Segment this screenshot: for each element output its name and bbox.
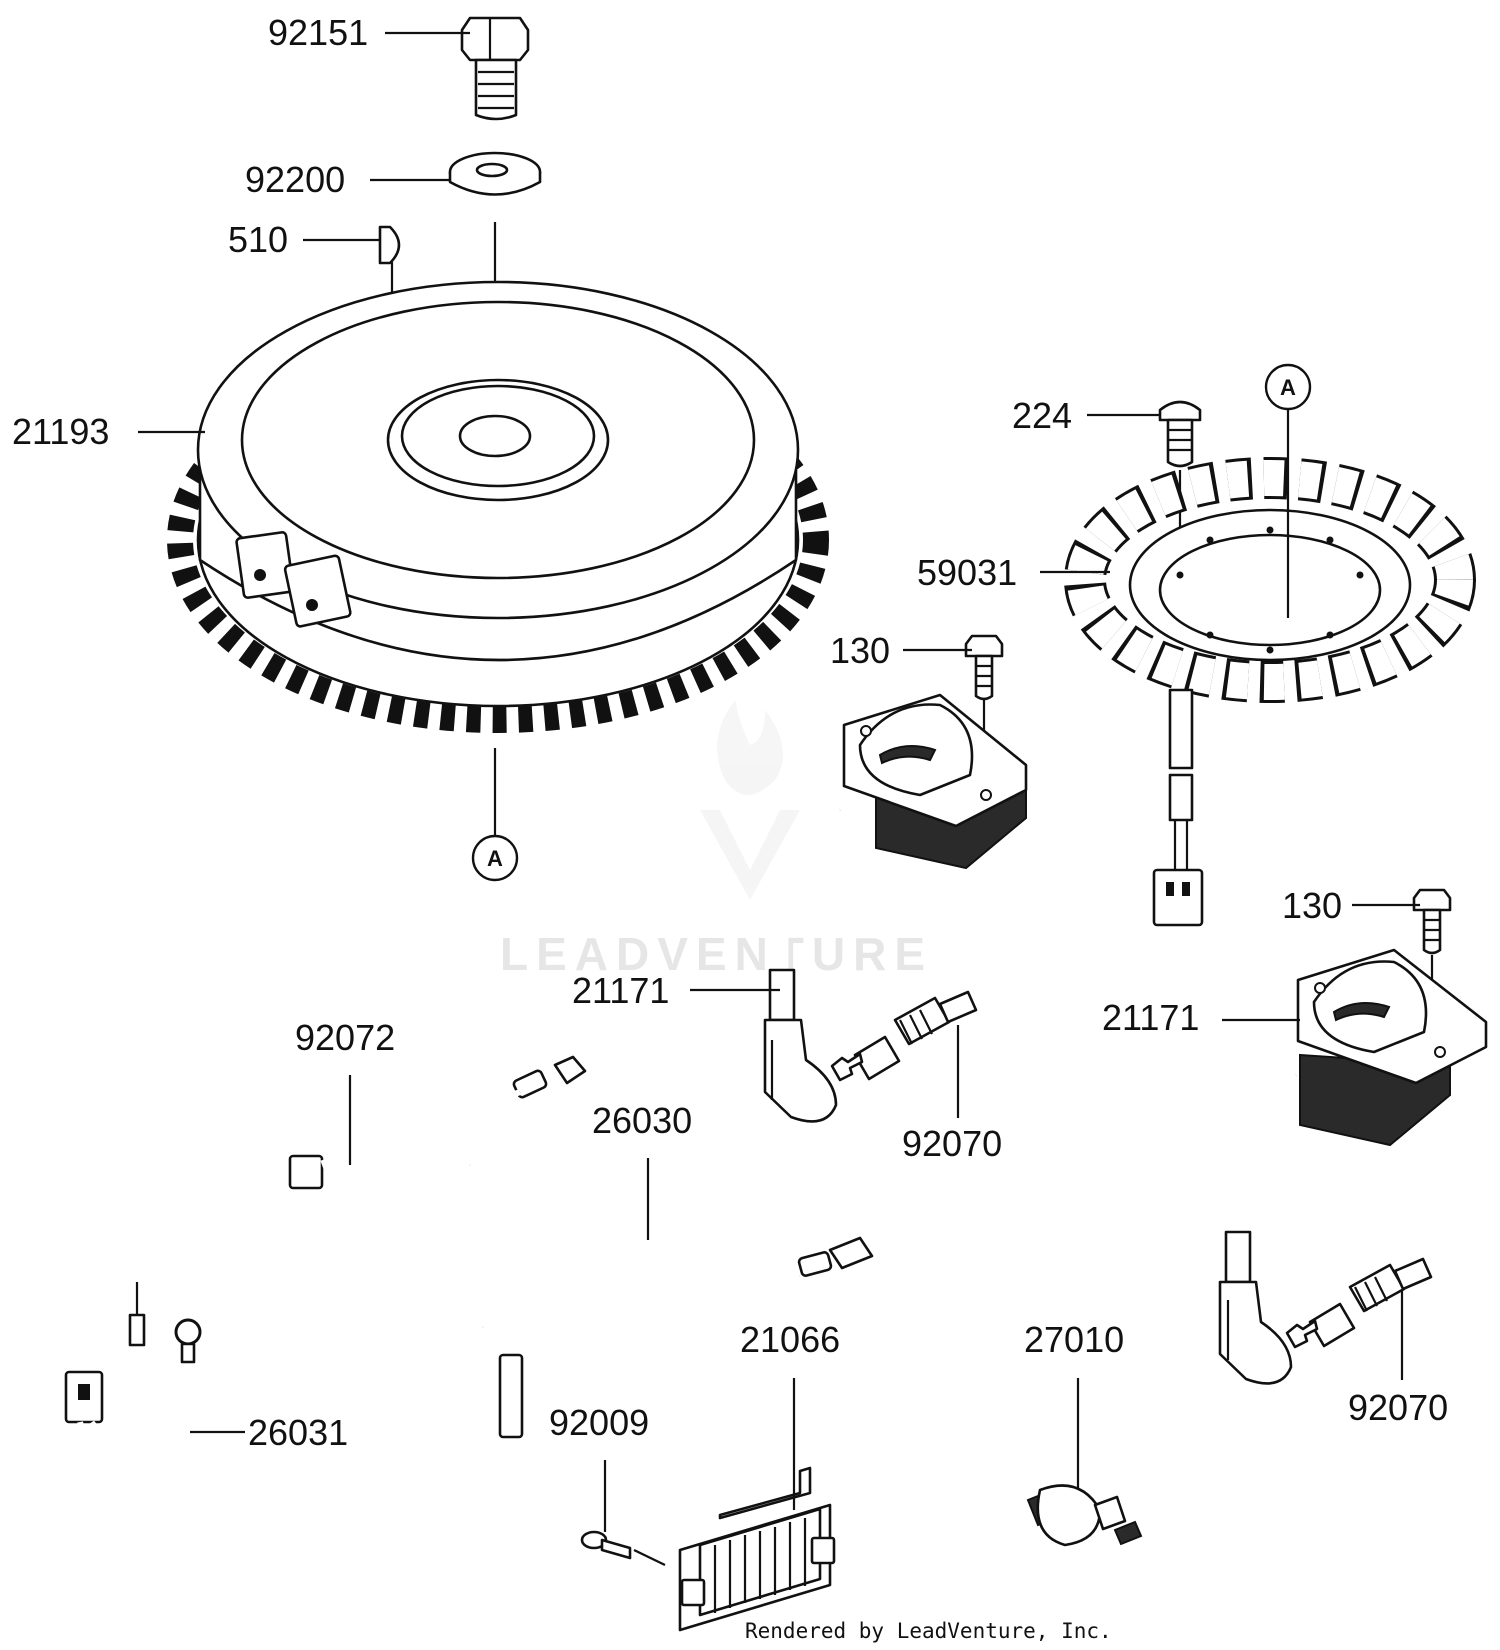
label-224: 224 bbox=[1012, 395, 1072, 436]
label-26031: 26031 bbox=[248, 1412, 348, 1453]
label-92070-right: 92070 bbox=[1348, 1387, 1448, 1428]
label-21066: 21066 bbox=[740, 1319, 840, 1360]
key-510 bbox=[378, 225, 401, 265]
credit-text: Rendered by LeadVenture, Inc. bbox=[745, 1619, 1112, 1643]
regulator-21066 bbox=[678, 1466, 836, 1632]
flywheel-ref-a: A bbox=[471, 834, 519, 882]
bolt-92151 bbox=[460, 16, 530, 121]
label-92200: 92200 bbox=[245, 159, 345, 200]
label-130-left: 130 bbox=[830, 630, 890, 671]
label-92072: 92072 bbox=[295, 1017, 395, 1058]
svg-text:A: A bbox=[1280, 375, 1296, 400]
ignition-coil-left bbox=[763, 693, 1028, 1123]
label-510: 510 bbox=[228, 219, 288, 260]
watermark-logo bbox=[700, 700, 800, 900]
bolt-130-right bbox=[1412, 888, 1452, 955]
label-130-right: 130 bbox=[1282, 885, 1342, 926]
label-59031: 59031 bbox=[917, 552, 1017, 593]
screw-92009-axis bbox=[633, 1549, 666, 1566]
clamp-92072 bbox=[287, 1154, 386, 1277]
label-26030: 26030 bbox=[592, 1100, 692, 1141]
flywheel-21193 bbox=[167, 280, 829, 733]
spark-plug-left bbox=[830, 990, 978, 1082]
stator-ref-a: A bbox=[1264, 363, 1312, 411]
harness-26031 bbox=[64, 1282, 202, 1466]
label-21171-left: 21171 bbox=[572, 970, 669, 1011]
bolt-130-left bbox=[964, 634, 1004, 701]
label-92009: 92009 bbox=[549, 1402, 649, 1443]
label-21193: 21193 bbox=[12, 411, 109, 452]
label-92151: 92151 bbox=[268, 12, 368, 53]
bolt-224 bbox=[1158, 400, 1202, 468]
label-21171-right: 21171 bbox=[1102, 997, 1199, 1038]
lead-wire-26030 bbox=[462, 1055, 874, 1439]
watermark-text: LEADVENTURE bbox=[500, 928, 933, 980]
spark-plug-right bbox=[1285, 1257, 1433, 1349]
washer-92200 bbox=[448, 151, 542, 196]
svg-text:A: A bbox=[487, 846, 503, 871]
ignition-coil-right bbox=[1218, 948, 1488, 1385]
label-27010: 27010 bbox=[1024, 1319, 1124, 1360]
oil-switch-27010 bbox=[1026, 1484, 1143, 1547]
stator-59031 bbox=[1064, 457, 1476, 927]
label-92070-left: 92070 bbox=[902, 1123, 1002, 1164]
screw-92009 bbox=[580, 1530, 632, 1560]
